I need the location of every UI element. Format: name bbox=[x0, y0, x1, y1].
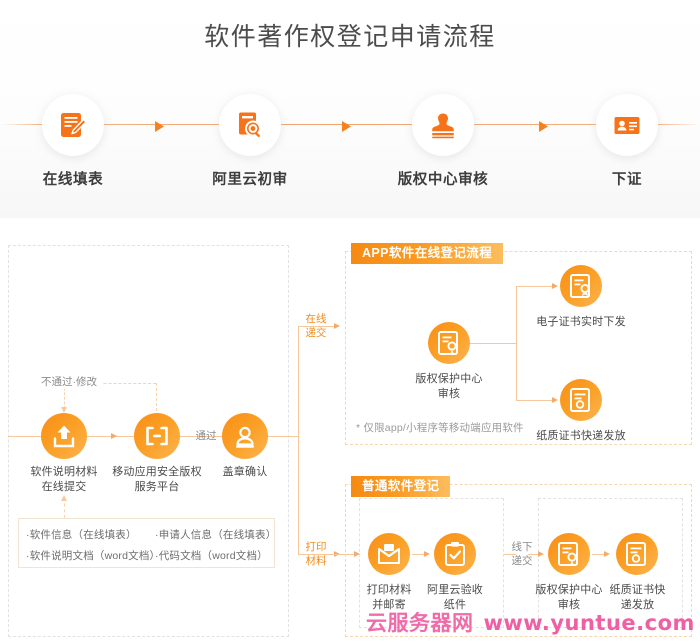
material-item-3: ·软件说明文档（word文档） bbox=[26, 550, 161, 562]
material-item-4: ·代码文档（word文档） bbox=[155, 550, 268, 562]
node-print-and-mail[interactable] bbox=[368, 533, 410, 575]
paper-certificate-icon bbox=[616, 533, 658, 575]
hero-arrow-3 bbox=[539, 119, 548, 132]
node-label: 打印材料 并邮寄 bbox=[366, 584, 412, 611]
hero-arrow-1 bbox=[155, 119, 164, 132]
normal-section-container bbox=[345, 484, 692, 637]
node-label: 纸质证书快递发放 bbox=[536, 430, 626, 442]
app-branch-top-line bbox=[516, 286, 552, 287]
normal-incoming-arrow bbox=[354, 550, 360, 557]
hero-step-1[interactable]: 在线填表 bbox=[42, 94, 104, 188]
normal-mid-line-right bbox=[528, 554, 540, 555]
watermark-en: www.yuntue.com bbox=[483, 611, 695, 635]
hero-arrow-2 bbox=[342, 119, 351, 132]
clipboard-check-icon bbox=[434, 533, 476, 575]
paper-certificate-icon bbox=[560, 379, 602, 421]
node-paper-certificate-delivery[interactable] bbox=[616, 533, 658, 575]
app-split-vertical bbox=[516, 286, 517, 400]
app-section-container bbox=[345, 251, 692, 445]
reject-loop-arrow bbox=[60, 407, 67, 413]
node-electronic-certificate[interactable] bbox=[560, 265, 602, 307]
hero-step-label: 下证 bbox=[611, 172, 643, 188]
normal-section-badge: 普通软件登记 bbox=[351, 476, 451, 497]
reject-loop-top bbox=[64, 383, 156, 384]
normal-mid-arrow bbox=[538, 550, 544, 557]
app-section-badge: APP软件在线登记流程 bbox=[351, 243, 504, 264]
stamp-icon bbox=[429, 111, 457, 139]
node-label: 版权保护中心 审核 bbox=[415, 373, 483, 400]
node-aliyun-accept-paper[interactable] bbox=[434, 533, 476, 575]
certificate-card-icon bbox=[613, 111, 641, 139]
materials-connector bbox=[64, 498, 65, 518]
hero-step-label: 版权中心审核 bbox=[397, 172, 489, 188]
watermark: 云服务器网 www.yuntue.com bbox=[366, 607, 695, 637]
stamp-icon bbox=[222, 413, 268, 459]
hero-connector-line bbox=[0, 124, 700, 125]
edge-label-reject: 不通过·修改 bbox=[36, 375, 102, 389]
materials-arrow bbox=[60, 495, 67, 501]
hero-step-label: 阿里云初审 bbox=[212, 172, 288, 188]
node-label: 电子证书实时下发 bbox=[536, 316, 626, 328]
node-label: 软件说明材料 在线提交 bbox=[30, 466, 98, 493]
app-branch-top-arrow bbox=[552, 282, 558, 289]
branch-print-arrow bbox=[334, 550, 340, 557]
node-copyright-center-review-app[interactable] bbox=[428, 322, 470, 364]
upload-icon bbox=[41, 413, 87, 459]
app-section-note: * 仅限app/小程序等移动端应用软件 bbox=[356, 422, 524, 434]
normal-arrow-a-b bbox=[424, 550, 430, 557]
reject-loop-left bbox=[64, 383, 65, 409]
branch-label-online: 在线 递交 bbox=[305, 313, 327, 339]
normal-incoming-line bbox=[334, 554, 356, 555]
branch-print-line bbox=[298, 554, 334, 555]
node-stamp-confirm[interactable] bbox=[222, 413, 268, 459]
app-branch-bottom-line bbox=[516, 400, 552, 401]
edge-label-pass: 通过 bbox=[195, 430, 217, 442]
reject-loop-right bbox=[156, 383, 157, 411]
node-label: 阿里云验收 纸件 bbox=[427, 584, 483, 611]
brackets-icon bbox=[134, 413, 180, 459]
e-certificate-icon bbox=[560, 265, 602, 307]
normal-group-left bbox=[359, 498, 504, 628]
branch-online-line bbox=[298, 326, 334, 327]
node-submit-materials[interactable] bbox=[41, 413, 87, 459]
node-paper-certificate-express[interactable] bbox=[560, 379, 602, 421]
review-doc-icon bbox=[548, 533, 590, 575]
hero-step-2[interactable]: 阿里云初审 bbox=[212, 94, 287, 188]
normal-line-c-d bbox=[592, 554, 606, 555]
hero-step-3[interactable]: 版权中心审核 bbox=[398, 94, 488, 188]
edge-label-offline: 线下 递交 bbox=[511, 541, 533, 567]
material-item-1: ·软件信息（在线填表） bbox=[26, 529, 137, 541]
node-mobile-copyright-platform[interactable] bbox=[134, 413, 180, 459]
flow-diagram-section: 软件说明材料 在线提交 移动应用安全版权 服务平台 通过 盖章确认 bbox=[0, 218, 700, 644]
document-search-icon bbox=[236, 111, 264, 139]
normal-mid-line-left bbox=[504, 554, 516, 555]
materials-box bbox=[18, 518, 275, 568]
branch-online-arrow bbox=[334, 322, 340, 329]
review-doc-icon bbox=[428, 322, 470, 364]
arrow-n1-n2 bbox=[111, 432, 117, 439]
form-pencil-icon bbox=[59, 111, 87, 139]
node-label: 版权保护中心 审核 bbox=[535, 584, 603, 611]
branch-trunk bbox=[298, 326, 299, 554]
hero-section: 软件著作权登记申请流程 在线填表 bbox=[0, 0, 700, 218]
hero-step-4[interactable]: 下证 bbox=[596, 94, 658, 188]
branch-label-print: 打印 材料 bbox=[305, 541, 327, 567]
normal-group-right bbox=[538, 498, 683, 628]
page-title: 软件著作权登记申请流程 bbox=[204, 23, 496, 51]
normal-line-a-b bbox=[412, 554, 426, 555]
normal-arrow-c-d bbox=[604, 550, 610, 557]
material-item-2: ·申请人信息（在线填表） bbox=[155, 529, 277, 541]
node-label: 盖章确认 bbox=[222, 466, 268, 478]
node-copyright-center-review-normal[interactable] bbox=[548, 533, 590, 575]
left-flow-container bbox=[8, 245, 289, 637]
mail-envelope-icon bbox=[368, 533, 410, 575]
app-split-line bbox=[470, 343, 516, 344]
watermark-cn: 云服务器网 bbox=[366, 612, 474, 635]
node-label: 移动应用安全版权 服务平台 bbox=[112, 466, 202, 493]
hero-step-label: 在线填表 bbox=[42, 172, 104, 188]
app-branch-bottom-arrow bbox=[552, 396, 558, 403]
node-label: 纸质证书快 递发放 bbox=[609, 584, 666, 611]
